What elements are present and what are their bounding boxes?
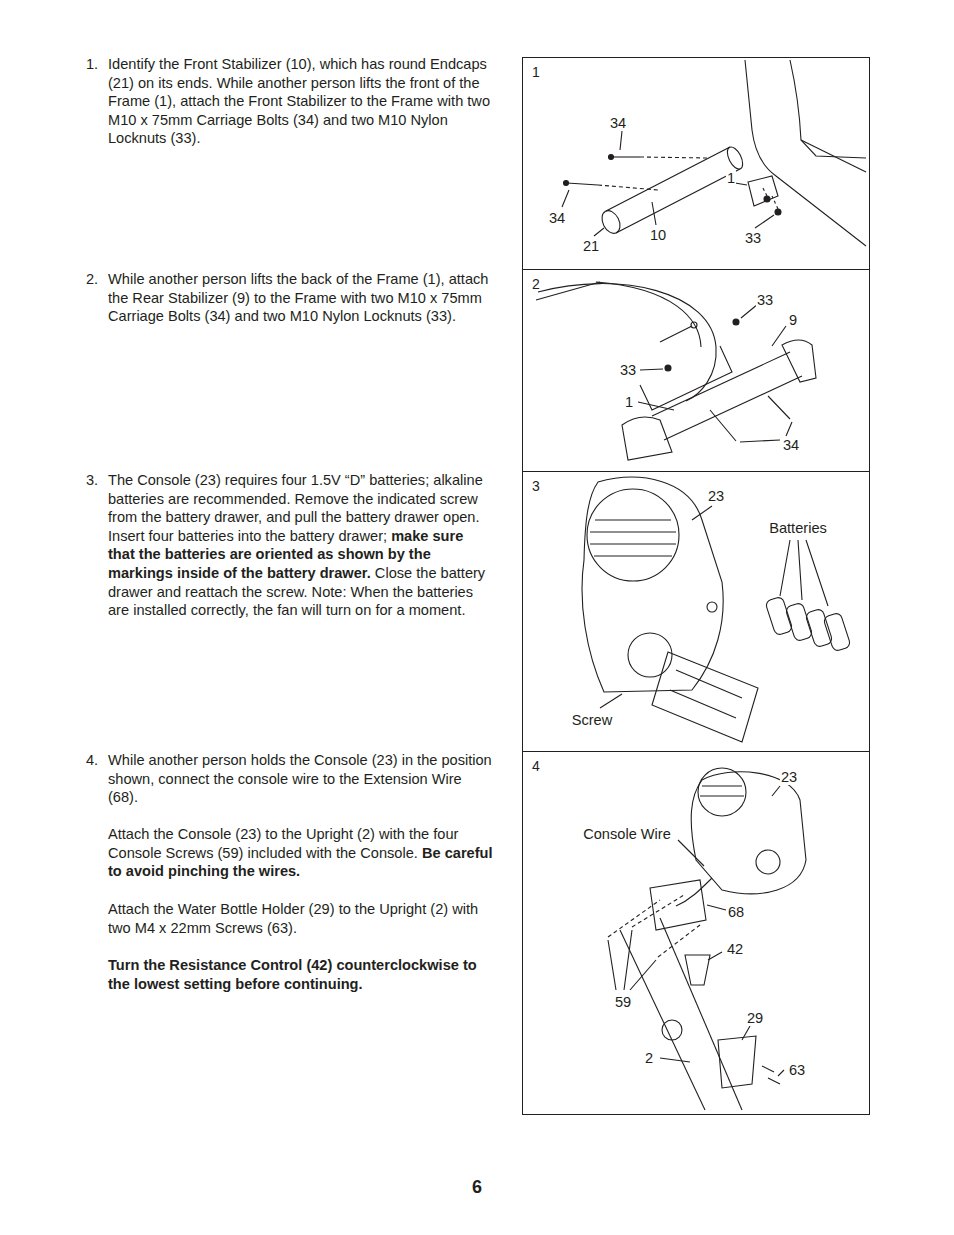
instruction-text: Attach the Console (23) to the Upright (… xyxy=(108,826,458,861)
callout-number: 1 xyxy=(726,170,736,186)
callout-number: 33 xyxy=(744,230,762,246)
instruction-step: Attach the Water Bottle Holder (29) to t… xyxy=(86,900,494,937)
instruction-step: 2. While another person lifts the back of… xyxy=(86,270,494,326)
callout-number: 29 xyxy=(746,1010,764,1026)
step-text: Attach the Water Bottle Holder (29) to t… xyxy=(108,900,494,937)
figure-panel: 1 xyxy=(522,57,870,270)
callout-number: Console Wire xyxy=(582,826,672,842)
callout-number: 63 xyxy=(788,1062,806,1078)
instruction-text: Attach the Water Bottle Holder (29) to t… xyxy=(108,901,478,936)
callout-number: 42 xyxy=(726,941,744,957)
page-number: 6 xyxy=(472,1177,482,1198)
callout-number: Screw xyxy=(571,712,614,728)
console-battery-figure xyxy=(582,477,851,742)
step-number: 2. xyxy=(86,270,98,289)
callout-number: 59 xyxy=(614,994,632,1010)
step-text: While another person lifts the back of t… xyxy=(108,270,494,326)
step-text: Attach the Console (23) to the Upright (… xyxy=(108,825,494,881)
callout-number: 33 xyxy=(756,292,774,308)
callout-number: 1 xyxy=(624,394,634,410)
instruction-step: 1. Identify the Front Stabilizer (10), wh… xyxy=(86,55,494,148)
instruction-step: 4. While another person holds the Console… xyxy=(86,751,494,807)
callout-number: 33 xyxy=(619,362,637,378)
figure-number: 2 xyxy=(532,276,540,292)
callout-number: 21 xyxy=(582,238,600,254)
console-mount-figure xyxy=(608,768,806,1110)
step-number: 4. xyxy=(86,751,98,770)
callout-number: 34 xyxy=(782,437,800,453)
figure-number: 1 xyxy=(532,64,540,80)
instruction-step: Attach the Console (23) to the Upright (… xyxy=(86,825,494,881)
callout-number: 68 xyxy=(727,904,745,920)
callout-number: 9 xyxy=(788,312,798,328)
step-number: 3. xyxy=(86,471,98,490)
callout-number: 34 xyxy=(548,210,566,226)
front-stabilizer-figure xyxy=(562,60,866,246)
step-text: The Console (23) requires four 1.5V “D” … xyxy=(108,471,494,620)
figure-panel: 3 xyxy=(522,471,870,752)
figure-number: 3 xyxy=(532,478,540,494)
rear-stabilizer-figure xyxy=(536,282,816,460)
step-text: While another person holds the Console (… xyxy=(108,751,494,807)
callout-number: 2 xyxy=(644,1050,654,1066)
figure-panel: 4 xyxy=(522,751,870,1115)
callout-number: 34 xyxy=(609,115,627,131)
figure-number: 4 xyxy=(532,758,540,774)
callout-number: 10 xyxy=(649,227,667,243)
callout-number: Batteries xyxy=(768,520,828,536)
instruction-text: While another person lifts the back of t… xyxy=(108,271,488,324)
figure-panel: 2 xyxy=(522,269,870,472)
callout-number: 23 xyxy=(780,769,798,785)
callout-number: 23 xyxy=(707,488,725,504)
warning-text: Turn the Resistance Control (42) counter… xyxy=(108,957,477,992)
instruction-text: While another person holds the Console (… xyxy=(108,752,492,805)
step-number: 1. xyxy=(86,55,98,74)
instruction-step: Turn the Resistance Control (42) counter… xyxy=(86,956,494,993)
step-text: Identify the Front Stabilizer (10), whic… xyxy=(108,55,494,148)
instruction-text: Identify the Front Stabilizer (10), whic… xyxy=(108,56,490,146)
step-text: Turn the Resistance Control (42) counter… xyxy=(108,956,494,993)
instruction-step: 3. The Console (23) requires four 1.5V “D… xyxy=(86,471,494,620)
